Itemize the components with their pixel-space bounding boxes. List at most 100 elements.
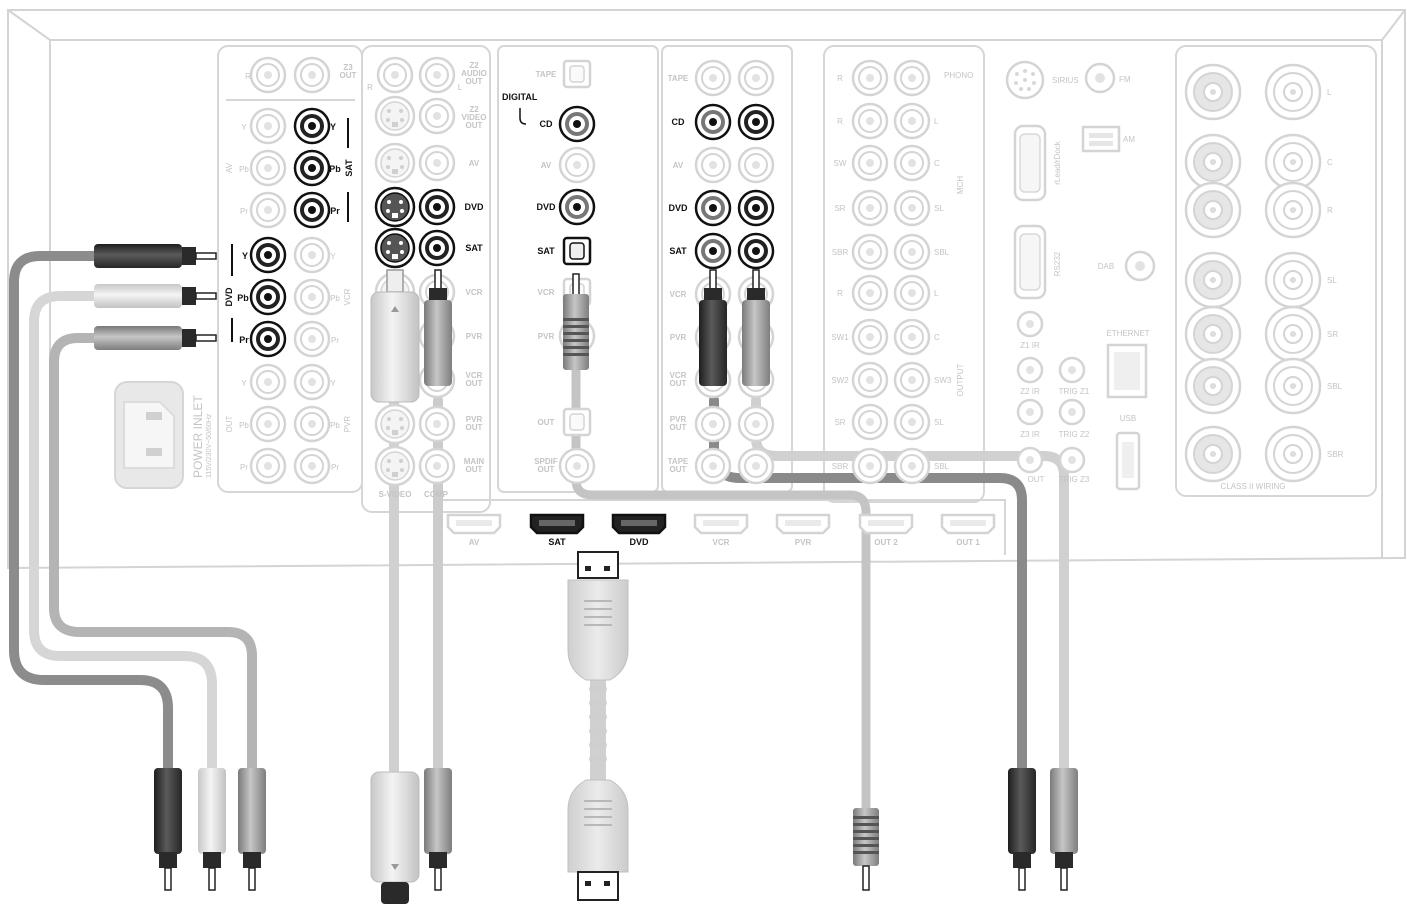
label-ctrl-out: OUT [1028,475,1045,484]
analog-jack-right-8 [737,405,775,443]
digital-optical-jack-7 [562,407,592,437]
label-digital-row-6: PVR [538,332,555,341]
label-pvr-pr: Pr [331,463,339,472]
label-z2-row-4: PVR [466,332,483,341]
svideo-plug-bottom [370,771,420,904]
multichannel-jack-right-5 [893,274,931,312]
multichannel-jack-right-6 [893,318,931,356]
label-analog-row-5: VCR [670,290,687,299]
multichannel-jack-right-4 [893,233,931,271]
analog-plug-right-bottom [1050,768,1078,891]
label-mch-left-7: SW2 [831,376,849,385]
label-z2-r: R [367,83,373,92]
analog-jack-right-4 [737,232,775,270]
jack-layer [249,56,1322,491]
label-z2-row-0: AV [469,159,480,168]
component-jack-left-4 [249,236,287,274]
multichannel-jack-right-2 [893,144,931,182]
analog-jack-left-1 [694,103,732,141]
label-trig-z2: TRIG Z2 [1059,430,1090,439]
label-mch-left-8: SR [834,418,845,427]
coax-plug-top [563,273,589,370]
label-speaker-5: SBL [1327,382,1343,391]
hdmi-port-av: AV [446,513,502,547]
label-analog-row-0: TAPE [668,74,689,83]
label-digital-row-2: AV [541,161,552,170]
speaker-terminal-1-1 [1264,133,1322,191]
label-mch-right-7: SW3 [934,376,952,385]
label-digital-row-5: VCR [538,288,555,297]
component-jack-left-2 [249,149,287,187]
label-speaker-6: SBR [1327,450,1344,459]
control-connectors [1005,60,1156,491]
label-trig-z1: TRIG Z1 [1059,387,1090,396]
component-jack-left-9 [249,447,287,485]
label-speaker-4: SR [1327,330,1338,339]
label-sat: SAT [344,159,354,177]
hdmi-port-label-0: AV [469,538,480,547]
label-mch-left-0: R [837,74,843,83]
label-digital-row-3: DVD [536,202,556,212]
label-trig-z3: TRIG Z3 [1059,475,1090,484]
label-speaker-3: SL [1327,276,1337,285]
hdmi-port-label-3: VCR [713,538,730,547]
label-rlead-dock: rLead/rDock [1053,140,1062,185]
loose-plug-y [154,768,182,891]
hdmi-cable-ribs [589,686,607,762]
label-z2-row-3: VCR [466,288,483,297]
label-mch-right-3: SL [934,204,944,213]
analog-jack-right-2 [737,146,775,184]
multichannel-jack-left-5 [851,274,889,312]
label-vcr-pb: Pb [330,294,340,303]
svideo-jack-2 [374,227,416,269]
label-class-ii: CLASS II WIRING [1221,482,1286,491]
hdmi-port-label-1: SAT [548,537,566,547]
analog-jack-left-3 [694,189,732,227]
label-z2-l: L [458,83,463,92]
multichannel-jack-left-3 [851,189,889,227]
label-speaker-2: R [1327,206,1333,215]
digital-coax-jack-1 [558,105,596,143]
component-jack-left-5 [249,278,287,316]
label-pvr-pb: Pb [330,421,340,430]
analog-plug-left-bottom [1008,768,1036,891]
multichannel-jack-left-7 [851,361,889,399]
component-jack-left-7 [249,363,287,401]
digital-coax-jack-2 [558,146,596,184]
label-mch-right-4: SBL [934,248,950,257]
coaxial-digital-cable [571,365,871,815]
label-mch-right-2: C [934,159,940,168]
label-mch-right-1: L [934,117,939,126]
component-jack-left-8 [249,405,287,443]
label-sat-y: Y [330,122,336,132]
hdmi-port-sat: SAT [529,513,585,547]
component-jack-left-0 [249,56,287,94]
hdmi-port-label-6: OUT 1 [956,538,980,547]
label-dvd-y: Y [242,251,248,261]
composite-plug-bottom [424,768,452,891]
label-analog-row-3: DVD [668,203,688,213]
label-out-pb: Pb [239,421,249,430]
component-jack-right-0 [293,56,331,94]
label-mch-left-4: SBR [832,248,849,257]
hdmi-port-vcr: VCR [693,513,749,547]
label-mch-right-5: L [934,289,939,298]
composite-jack-2 [418,229,456,267]
composite-plug-top [424,269,452,386]
label-speaker-0: L [1327,88,1332,97]
speaker-terminal-3-1 [1264,251,1322,309]
component-jack-left-1 [249,107,287,145]
speaker-terminal-2-0 [1184,181,1242,239]
label-comp: COMP [424,490,449,499]
multichannel-jack-left-1 [851,102,889,140]
label-r: R [245,72,251,81]
hdmi-plug-bottom [567,779,629,901]
label-digital: DIGITAL [502,92,538,102]
label-vcr: VCR [343,288,352,305]
label-mch-left-1: R [837,117,843,126]
loose-plug-pr [238,768,266,891]
